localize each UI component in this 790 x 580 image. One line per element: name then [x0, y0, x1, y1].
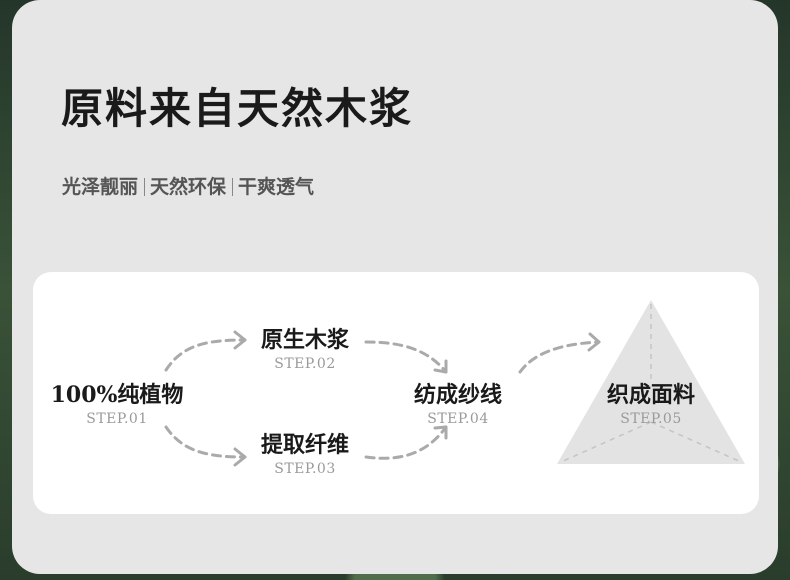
process-flow-graphic [164, 300, 745, 467]
triangle-guide-lines [560, 304, 742, 463]
step-number: STEP.04 [427, 411, 489, 427]
step-node-2: 原生木浆 STEP.02 [245, 325, 365, 373]
step-node-5: 织成面料 STEP.05 [591, 380, 711, 428]
feature-tag-luster: 光泽靓丽 [62, 176, 139, 198]
step-label: 提取纤维 [260, 432, 349, 458]
step-number: STEP.03 [274, 461, 336, 477]
step-node-4: 纺成纱线 STEP.04 [398, 380, 518, 428]
step-label: 纺成纱线 [413, 382, 502, 408]
arrow-step4-to-step5 [518, 340, 601, 374]
feature-tags: 光泽靓丽 天然环保 干爽透气 [62, 174, 314, 200]
feature-tag-eco: 天然环保 [150, 176, 227, 198]
step-node-3: 提取纤维 STEP.03 [245, 430, 365, 478]
arrow-step1-to-step2 [164, 338, 247, 372]
arrowhead-step3 [233, 447, 247, 467]
arrow-step2-to-step4 [364, 340, 448, 374]
step-number: STEP.02 [274, 356, 336, 372]
arrow-step1-to-step3 [164, 425, 247, 459]
arrowhead-step2 [233, 330, 247, 350]
arrowhead-step4-upper [433, 359, 448, 374]
step-label: 100%纯植物 [50, 382, 184, 408]
step-label: 原生木浆 [260, 327, 349, 353]
fabric-triangle-shape [557, 300, 745, 464]
arrow-step3-to-step4 [364, 425, 448, 460]
step-node-1: 100%纯植物 STEP.01 [47, 380, 187, 428]
page-title: 原料来自天然木浆 [61, 84, 414, 133]
step-number: STEP.05 [620, 411, 682, 427]
process-panel: 100%纯植物 STEP.01 原生木浆 STEP.02 提取纤维 STEP.0… [33, 272, 759, 514]
feature-tag-breathable: 干爽透气 [238, 176, 315, 198]
arrowhead-step4-lower [433, 425, 448, 440]
tag-divider [144, 178, 146, 196]
step-number: STEP.01 [86, 411, 148, 427]
arrowhead-step5 [587, 332, 601, 352]
tag-divider [232, 178, 234, 196]
step-label: 织成面料 [606, 382, 695, 408]
